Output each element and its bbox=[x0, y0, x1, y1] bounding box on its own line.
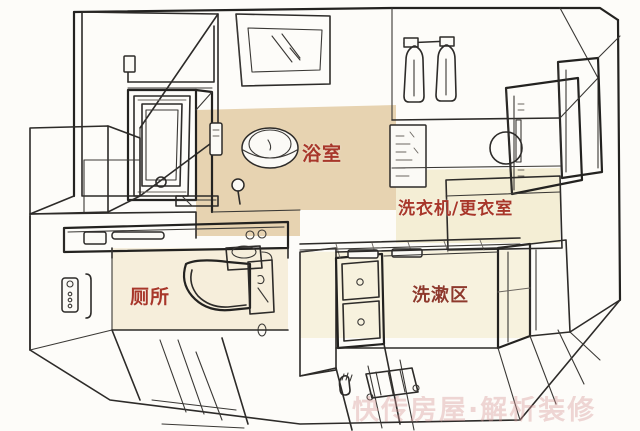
washing-machine-icon bbox=[489, 76, 584, 196]
zone-fill-bathroom bbox=[196, 105, 396, 236]
towel-bar-icon bbox=[123, 25, 215, 89]
toilet-icon bbox=[182, 259, 275, 315]
clothes-rail-icon bbox=[403, 36, 455, 48]
outer-floor bbox=[111, 299, 621, 431]
wall-poster-icon bbox=[389, 124, 427, 188]
stool-icon bbox=[241, 127, 299, 169]
hanging-clothes-icon bbox=[403, 44, 457, 103]
slippers-icon bbox=[338, 372, 353, 396]
tub-board-icon bbox=[175, 195, 219, 207]
control-panel-icon[interactable] bbox=[61, 277, 79, 313]
window-icon bbox=[235, 13, 331, 87]
bathroom-zone bbox=[29, 11, 331, 239]
washbasin-zone bbox=[299, 237, 571, 377]
zone-fills bbox=[112, 105, 560, 338]
laundry-zone bbox=[389, 35, 621, 251]
zone-fill-laundry bbox=[396, 168, 560, 243]
bathroom-step-icon bbox=[29, 125, 141, 215]
shower-head-icon bbox=[231, 178, 245, 205]
laundry-counter-icon bbox=[445, 175, 563, 251]
dryer-icon bbox=[556, 56, 604, 180]
bath-controller-icon bbox=[209, 122, 223, 156]
floor-mat-icon bbox=[365, 367, 420, 401]
zone-fill-washbasin bbox=[300, 250, 530, 338]
bathtub-icon bbox=[126, 88, 198, 202]
grab-bar-icon bbox=[85, 273, 92, 319]
